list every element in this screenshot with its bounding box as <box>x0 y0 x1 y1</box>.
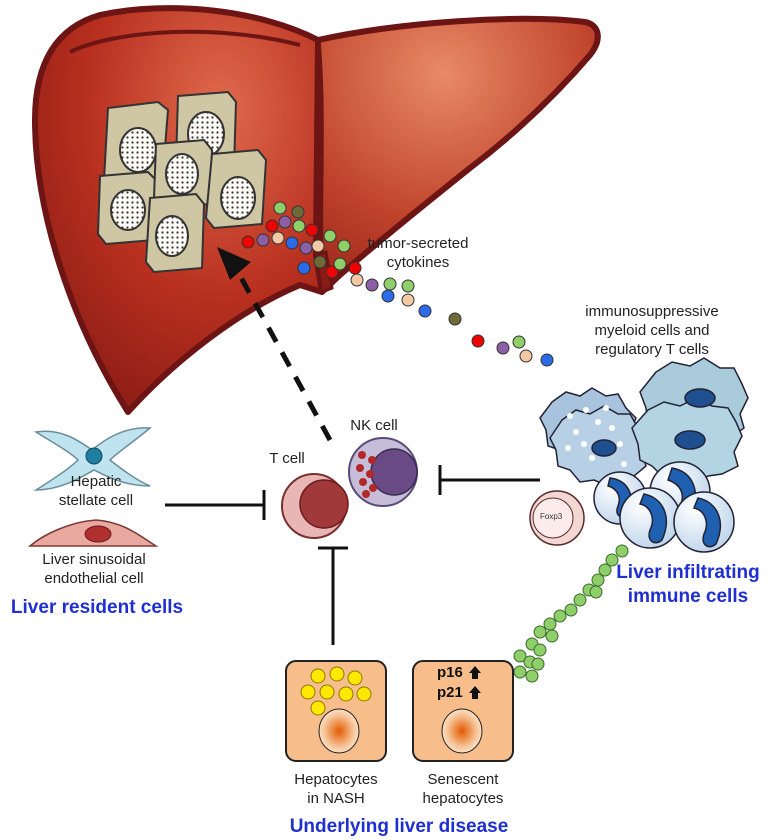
p21-marker: p21 <box>437 684 463 701</box>
cytokines-label: tumor-secreted cytokines <box>353 234 483 272</box>
cytokines-label-line2: cytokines <box>386 254 450 271</box>
cytokines-label-line1: tumor-secreted <box>367 235 469 252</box>
lsec-label-line1: Liver sinusoidal <box>42 551 146 568</box>
suppressive-label-line2: myeloid cells and <box>594 322 710 339</box>
lsec-label: Liver sinusoidal endothelial cell <box>24 550 164 588</box>
dashed-arrow-to-tumor <box>217 247 333 442</box>
senescent-hepatocytes-label: Senescent hepatocytes <box>403 770 523 808</box>
myeloid-cells <box>539 357 749 487</box>
regulatory-t-cells <box>529 461 735 553</box>
senescent-label-line2: hepatocytes <box>422 790 504 807</box>
nash-hepatocyte-box <box>285 660 387 762</box>
nk-cell-label: NK cell <box>350 417 398 434</box>
suppressive-label-line3: regulatory T cells <box>595 341 709 358</box>
liver-right-lobe <box>313 15 601 295</box>
tumor-cell <box>204 148 268 230</box>
inhibition-resident-to-tcell <box>165 490 266 520</box>
suppressive-cells-label: immunosuppressive myeloid cells and regu… <box>560 302 744 359</box>
liver-sinusoidal-endothelial-cell <box>27 519 159 547</box>
infiltrating-title-line1: Liver infiltrating <box>616 562 760 583</box>
nash-label-line2: in NASH <box>307 790 365 807</box>
underlying-liver-disease-title: Underlying liver disease <box>289 816 509 837</box>
senescence-secretory-chain <box>513 544 629 683</box>
hepatic-stellate-cell <box>33 427 152 491</box>
liver-resident-cells-title: Liver resident cells <box>10 597 184 618</box>
up-arrow-icon <box>469 666 481 679</box>
t-cell <box>281 473 349 539</box>
inhibition-nash-to-tcell <box>318 546 348 645</box>
t-cell-label: T cell <box>269 450 305 467</box>
tumor-cell <box>96 170 160 246</box>
stellate-label-line2: stellate cell <box>58 492 134 509</box>
senescent-hepatocyte-box <box>412 660 514 762</box>
senescent-label-line1: Senescent <box>427 771 499 788</box>
up-arrow-icon <box>469 686 481 699</box>
liver-gallbladder-notch <box>69 29 301 54</box>
lsec-label-line2: endothelial cell <box>44 570 144 587</box>
nash-hepatocytes-label: Hepatocytes in NASH <box>276 770 396 808</box>
tumor-cell <box>144 192 206 274</box>
stellate-cell-label: Hepatic stellate cell <box>36 472 156 510</box>
inhibition-infiltrating-to-nk <box>438 465 540 495</box>
stellate-label-line1: Hepatic <box>70 473 122 490</box>
nash-label-line1: Hepatocytes <box>294 771 378 788</box>
tumor-secreted-cytokines <box>241 201 554 367</box>
tumor-cell <box>152 138 214 210</box>
infiltrating-title-line2: immune cells <box>627 586 749 607</box>
nk-cell <box>348 437 418 507</box>
liver-infiltrating-cells-title: Liver infiltrating immune cells <box>592 561 784 609</box>
p16-marker: p16 <box>437 664 463 681</box>
foxp3-label: Foxp3 <box>540 512 563 521</box>
suppressive-label-line1: immunosuppressive <box>585 303 719 320</box>
foxp3-treg-cell <box>529 490 585 546</box>
tumor-cell-cluster <box>96 90 268 274</box>
